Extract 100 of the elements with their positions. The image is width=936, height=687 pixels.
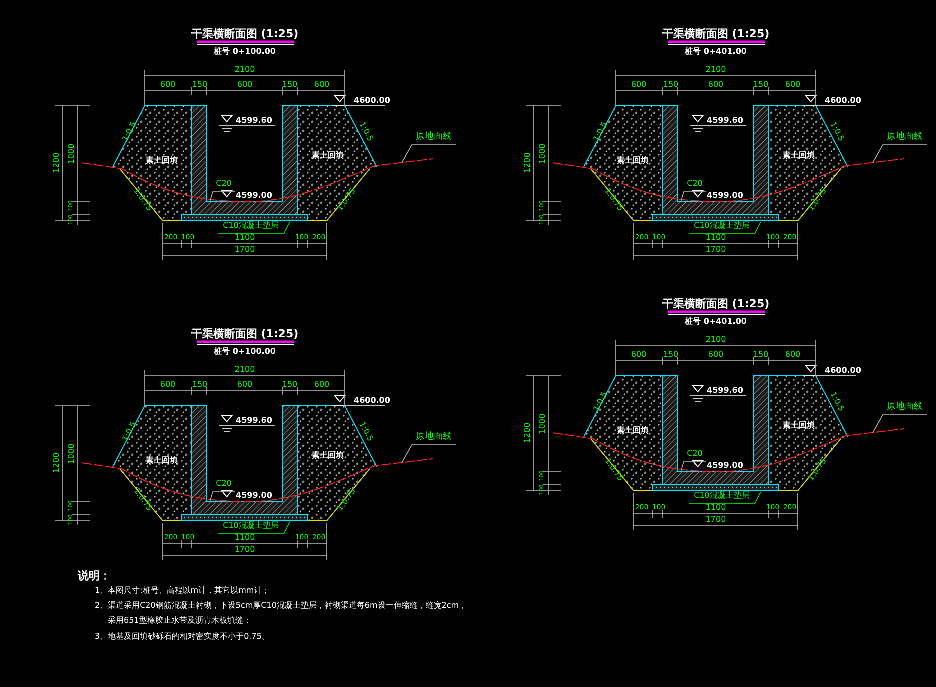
elevation-value: 4600.00 <box>354 97 390 105</box>
dimension-value: 600 <box>314 381 330 389</box>
slope-ratio: 1:0.5 <box>122 121 138 143</box>
dimension-value: 1700 <box>706 516 726 524</box>
dimension-value: 1000 <box>539 144 547 164</box>
concrete-cushion <box>652 214 780 222</box>
backfill-label: 素土回填 <box>146 157 178 165</box>
dimension-value: 1700 <box>234 246 256 254</box>
dimension-value: 1100 <box>234 534 256 542</box>
dimension-value: 600 <box>160 381 176 389</box>
backfill-label: 素土回填 <box>146 457 178 465</box>
leader-line <box>872 414 928 434</box>
elevation-value: 4599.60 <box>707 117 744 125</box>
note-text: 3、地基及回填砂砾石的相对密实度不小于0.75。 <box>95 633 270 641</box>
slope-ratio: 1:0.5 <box>358 421 374 443</box>
dimension-value: 1700 <box>234 546 256 554</box>
dimension-value: 2100 <box>234 366 256 374</box>
dimension-value: 150 <box>192 81 208 89</box>
leader-line <box>680 462 706 472</box>
dimension-value: 600 <box>708 81 724 89</box>
leader-line <box>218 522 290 534</box>
elevation-value: 4599.60 <box>236 117 272 125</box>
dimension-value: 600 <box>237 81 253 89</box>
dimension-value: 600 <box>314 81 330 89</box>
drawing-title: 干渠横断面图 (1:25) <box>662 28 770 40</box>
slope-ratio: 1:0.5 <box>828 391 846 413</box>
leader-line <box>688 492 762 504</box>
station-label: 桩号 0+401.00 <box>685 318 747 326</box>
elevation-value: 4600.00 <box>825 367 862 375</box>
material-label: C10混凝土垫层 <box>689 492 755 504</box>
dimension-value: 600 <box>708 351 724 359</box>
elevation-value: 4599.00 <box>236 192 272 200</box>
dimension-value: 150 <box>753 351 769 359</box>
leader-line <box>402 144 456 164</box>
backfill-label: 素土回填 <box>312 452 344 460</box>
slope-ratio: 1:0.5 <box>828 121 846 143</box>
leader-line <box>872 144 928 164</box>
slope-ratio: 1:0.5 <box>122 421 138 443</box>
concrete-cushion <box>652 484 780 492</box>
dimension-value: 1100 <box>706 234 726 242</box>
leader-line <box>210 192 236 202</box>
leader-line <box>402 444 456 464</box>
material-label: C20 <box>684 450 706 462</box>
material-label: C10混凝土垫层 <box>218 522 284 534</box>
ground-line-label: 原地面线 <box>412 133 456 145</box>
dimension-value: 1700 <box>706 246 726 254</box>
backfill-label: 素土回填 <box>783 152 815 160</box>
elevation-value: 4600.00 <box>825 97 862 105</box>
dimension-value: 1200 <box>53 452 61 474</box>
dimension-value: 2100 <box>706 66 726 74</box>
dimension-value: 150 <box>192 381 208 389</box>
slope-ratio: 1:0.5 <box>358 121 374 143</box>
slope-ratio: 1:0.5 <box>592 121 610 143</box>
elevation-value: 4599.60 <box>236 417 272 425</box>
elevation-value: 4599.00 <box>707 192 744 200</box>
dimension-value: 1200 <box>524 152 532 174</box>
dimension-value: 600 <box>631 81 647 89</box>
ground-line-label: 原地面线 <box>883 133 927 145</box>
dimension-value: 150 <box>282 81 298 89</box>
dimension-value: 1000 <box>68 144 76 164</box>
dimension-value: 1000 <box>68 444 76 464</box>
station-label: 桩号 0+100.00 <box>214 348 276 356</box>
station-label: 桩号 0+401.00 <box>685 48 747 56</box>
leader-line <box>680 192 706 202</box>
notes-heading: 说明： <box>78 570 111 582</box>
drawing-title: 干渠横断面图 (1:25) <box>191 28 299 40</box>
elevation-value: 4600.00 <box>354 397 390 405</box>
dimension-value: 150 <box>663 81 679 89</box>
dimension-value: 600 <box>631 351 647 359</box>
ground-line-label: 原地面线 <box>412 433 456 445</box>
dimension-value: 2100 <box>706 336 726 344</box>
dimension-value: 600 <box>785 351 801 359</box>
dimension-value: 1200 <box>524 422 532 444</box>
elevation-value: 4599.60 <box>707 387 744 395</box>
dimension-value: 150 <box>663 351 679 359</box>
backfill-label: 素土回填 <box>617 157 649 165</box>
leader-line <box>218 222 290 234</box>
dimension-value: 600 <box>785 81 801 89</box>
elevation-value: 4599.00 <box>707 462 744 470</box>
material-label: C10混凝土垫层 <box>218 222 284 234</box>
note-text: 采用651型橡胶止水带及沥青木板填缝； <box>108 617 252 625</box>
backfill-label: 素土回填 <box>617 427 649 435</box>
material-label: C20 <box>213 180 235 192</box>
drawing-title: 干渠横断面图 (1:25) <box>662 298 770 310</box>
drawing-title: 干渠横断面图 (1:25) <box>191 328 299 340</box>
dimension-value: 1200 <box>53 152 61 174</box>
backfill-label: 素土回填 <box>312 152 344 160</box>
dimension-value: 600 <box>160 81 176 89</box>
station-label: 桩号 0+100.00 <box>214 48 276 56</box>
dimension-value: 150 <box>753 81 769 89</box>
note-text: 1、本图尺寸:桩号、高程以m计，其它以mm计； <box>95 587 270 595</box>
material-label: C20 <box>684 180 706 192</box>
material-label: C20 <box>213 480 235 492</box>
leader-line <box>210 492 236 502</box>
slope-ratio: 1:0.5 <box>592 391 610 413</box>
concrete-cushion <box>182 514 308 522</box>
dimension-value: 1100 <box>706 504 726 512</box>
note-text: 2、渠道采用C20钢筋混凝土衬砌，下设5cm厚C10混凝土垫层，衬砌渠道每6m设一伸缩缝，缝宽2cm， <box>95 602 468 610</box>
concrete-cushion <box>182 214 308 222</box>
dimension-value: 2100 <box>234 66 256 74</box>
